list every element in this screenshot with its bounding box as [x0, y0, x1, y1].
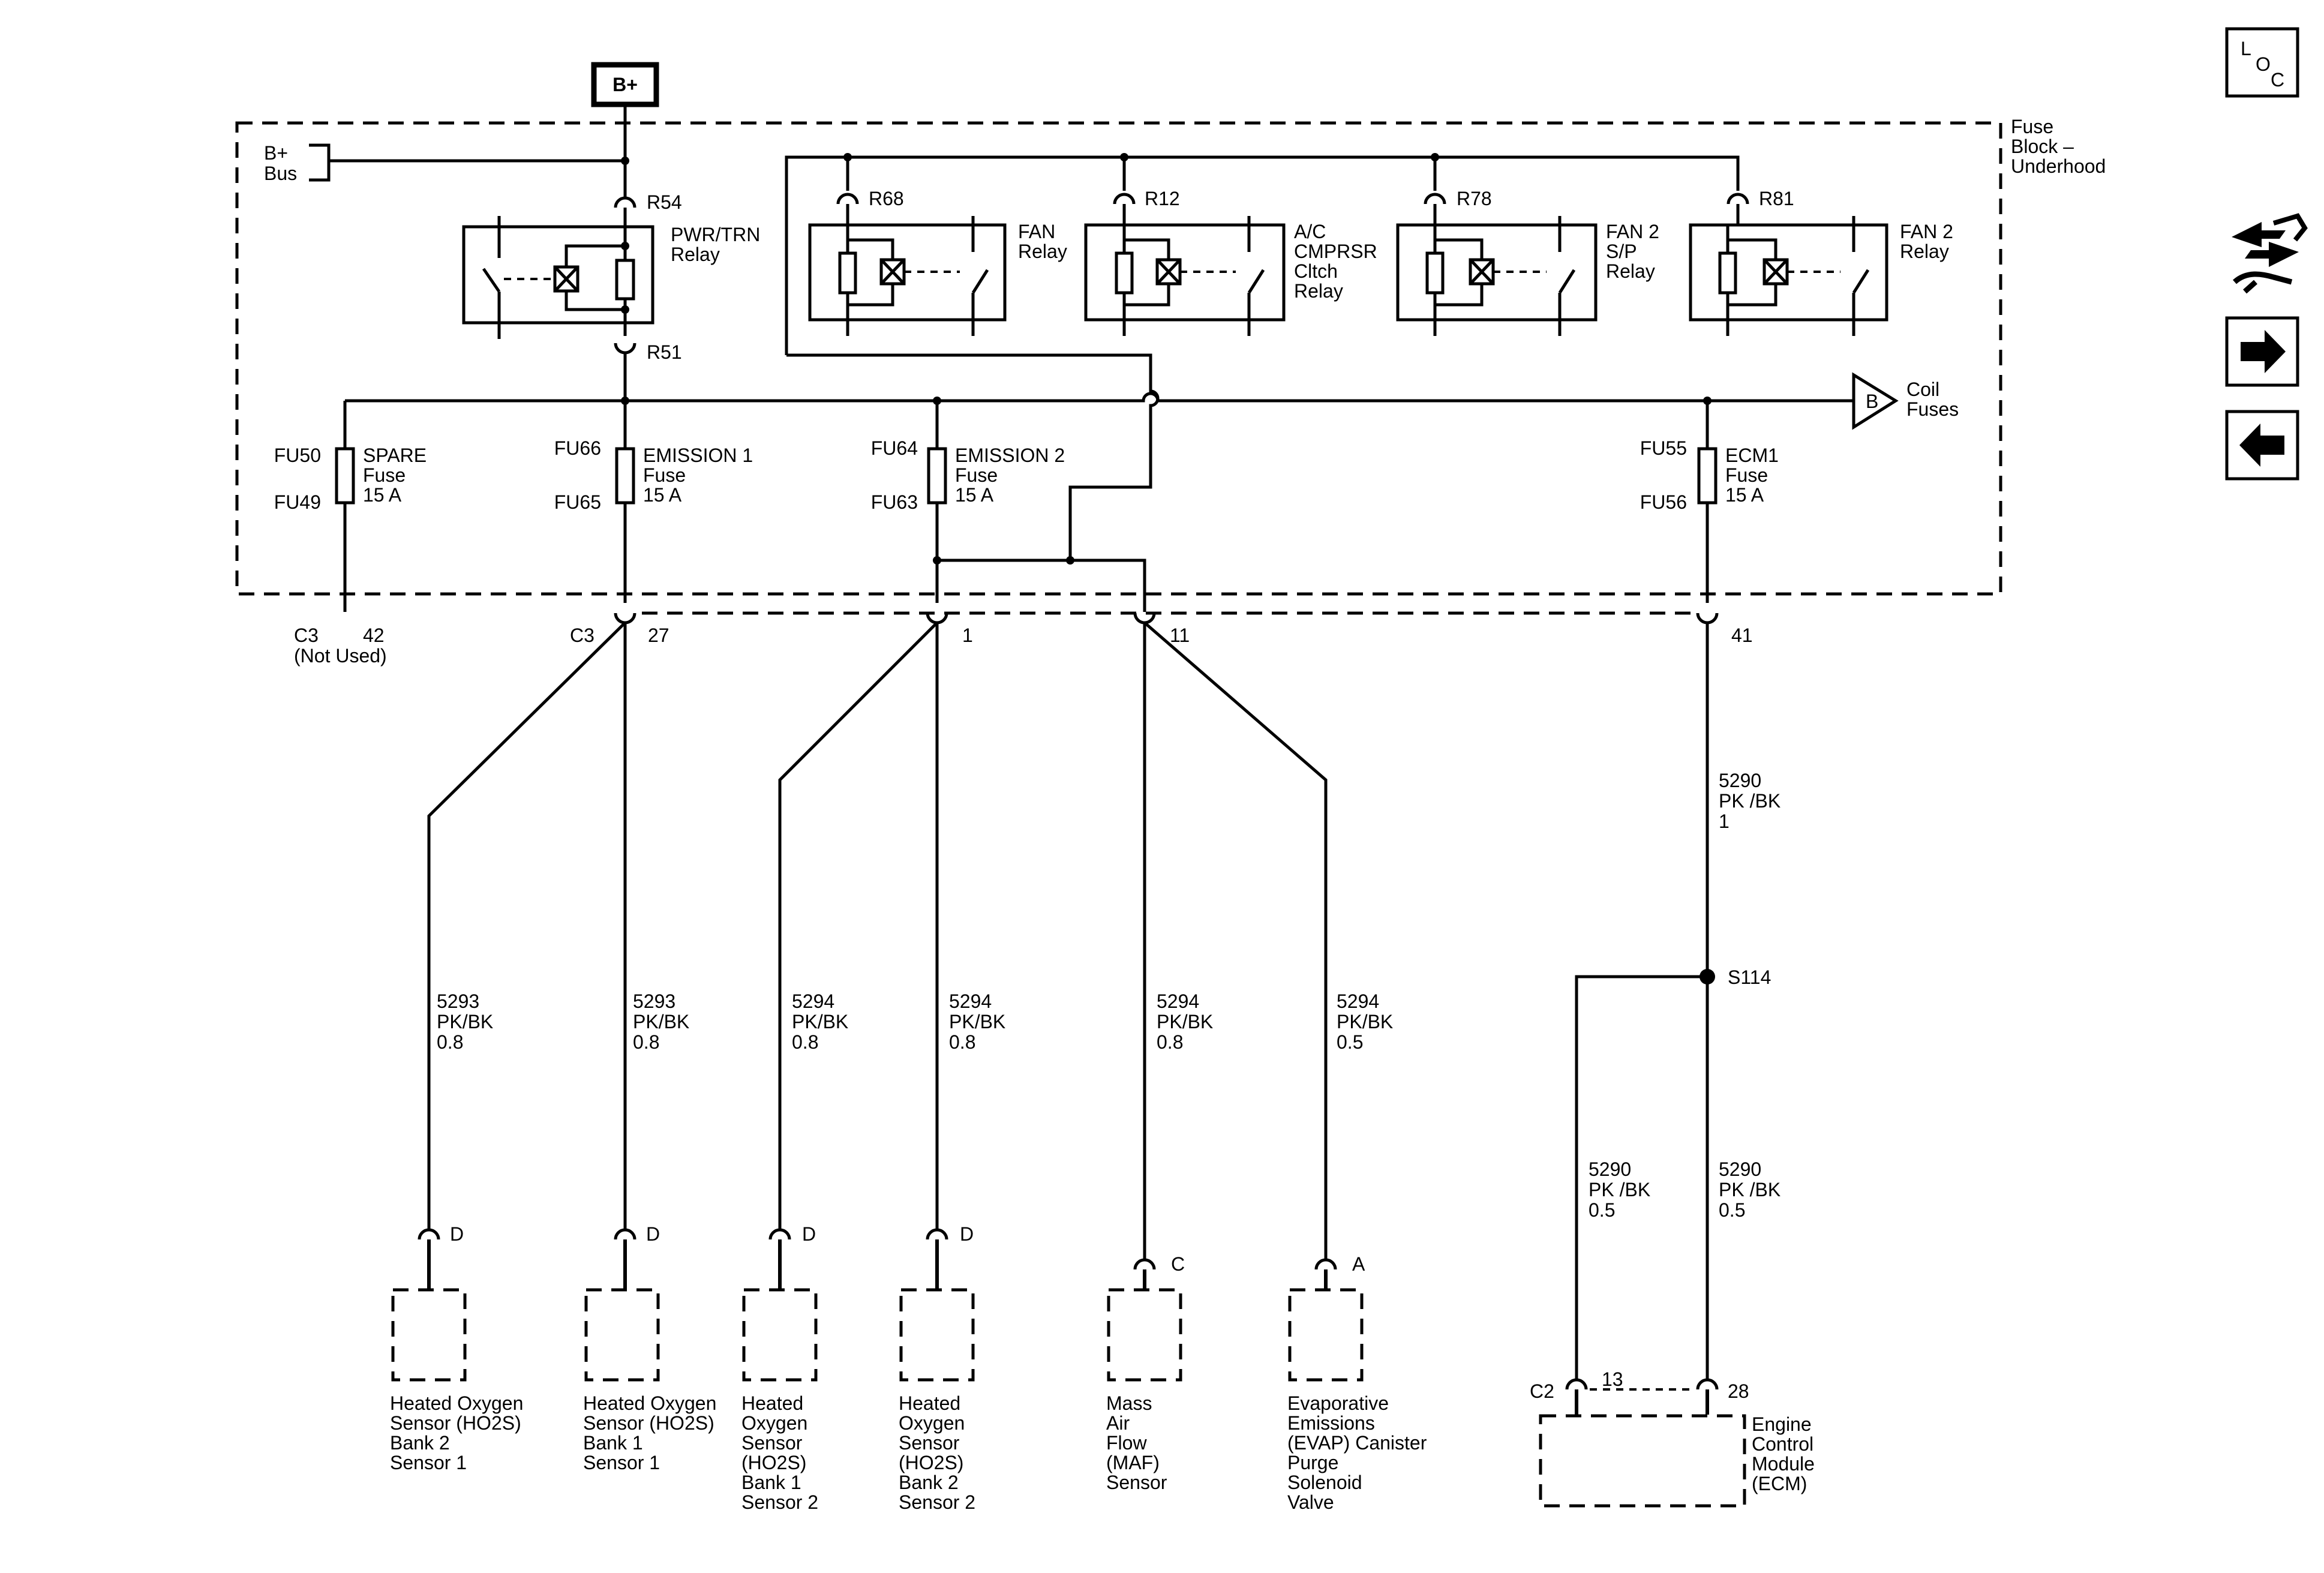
svg-text:C2: C2 [1530, 1380, 1554, 1402]
svg-text:R68: R68 [869, 188, 904, 209]
svg-text:27: 27 [648, 625, 669, 646]
fuse-block-outline [235, 121, 2002, 596]
svg-text:FU49: FU49 [274, 491, 321, 513]
svg-text:C3: C3 [570, 625, 594, 646]
svg-text:L: L [2241, 38, 2251, 59]
splice-s114-dot [1700, 969, 1715, 984]
svg-text:(Not Used): (Not Used) [294, 645, 387, 667]
svg-text:FU65: FU65 [554, 491, 601, 513]
splice-s114-label: S114 [1728, 966, 1771, 988]
svg-text:13: 13 [1602, 1368, 1623, 1390]
svg-text:R81: R81 [1759, 188, 1794, 209]
svg-text:1: 1 [962, 625, 973, 646]
arrow-left-icon [2239, 424, 2284, 467]
svg-text:FU64: FU64 [871, 437, 918, 459]
svg-text:C: C [2271, 69, 2284, 91]
svg-text:R12: R12 [1145, 188, 1180, 209]
svg-text:A: A [1352, 1253, 1365, 1275]
battery-label: B+ [612, 74, 638, 95]
svg-text:D: D [646, 1223, 660, 1245]
svg-text:FU63: FU63 [871, 491, 918, 513]
svg-text:O: O [2256, 53, 2271, 75]
svg-text:C: C [1171, 1253, 1185, 1275]
bus-label: B+ Bus [264, 142, 297, 184]
svg-text:D: D [960, 1223, 974, 1245]
connector-c3: C3 42 (Not Used) C3 27 1 11 41 [294, 591, 1753, 667]
fuse-block-label: Fuse Block – Underhood [2011, 116, 2106, 177]
arrow-right-icon [2241, 330, 2286, 373]
component-info-icon[interactable] [2232, 213, 2308, 294]
svg-text:41: 41 [1731, 625, 1753, 646]
svg-text:FU50: FU50 [274, 445, 321, 466]
svg-text:FU55: FU55 [1640, 437, 1687, 459]
svg-text:11: 11 [1170, 625, 1190, 646]
svg-text:PWR/TRN Relay: PWR/TRN Relay [671, 224, 765, 265]
svg-text:R54: R54 [647, 191, 682, 213]
svg-text:42: 42 [363, 625, 385, 646]
next-button[interactable] [2225, 316, 2299, 387]
svg-text:D: D [802, 1223, 816, 1245]
svg-text:D: D [450, 1223, 464, 1245]
coil-letter: B [1866, 391, 1878, 412]
previous-button[interactable] [2225, 410, 2299, 481]
svg-text:28: 28 [1728, 1380, 1749, 1402]
svg-text:FU56: FU56 [1640, 491, 1687, 513]
svg-text:C3: C3 [294, 625, 319, 646]
pwr-trn-relay: R54 PWR/TRN Relay R51 [462, 191, 765, 401]
coil-fuses-label: Coil Fuses [1906, 379, 1959, 420]
svg-text:R78: R78 [1457, 188, 1492, 209]
svg-text:FU66: FU66 [554, 437, 601, 459]
svg-text:R51: R51 [647, 341, 682, 363]
loc-button[interactable]: L O C [2225, 27, 2299, 98]
